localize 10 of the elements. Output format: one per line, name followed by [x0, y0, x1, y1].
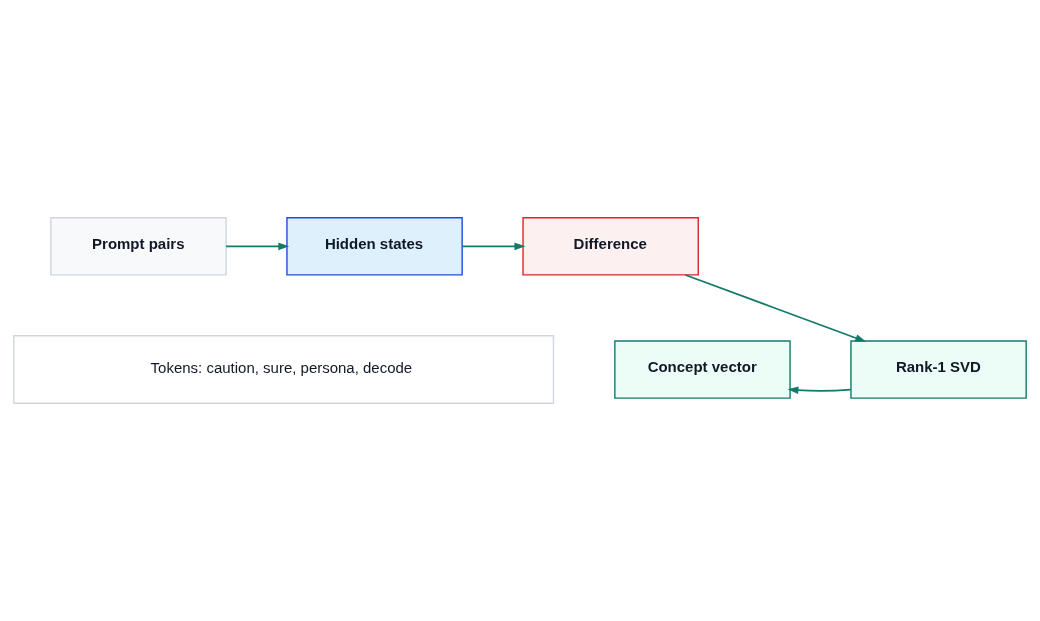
arrow [225, 242, 290, 251]
node-box: Concept vector [614, 340, 791, 399]
node-box: Rank-1 SVD [850, 340, 1027, 399]
arrow [684, 274, 867, 342]
arrow [461, 242, 526, 251]
node-box: Prompt pairs [50, 217, 227, 276]
node-box: Hidden states [286, 217, 463, 276]
node-box: Difference [522, 217, 699, 276]
node-box: Tokens: caution, sure, persona, decode [13, 335, 555, 404]
arrow [787, 386, 852, 394]
